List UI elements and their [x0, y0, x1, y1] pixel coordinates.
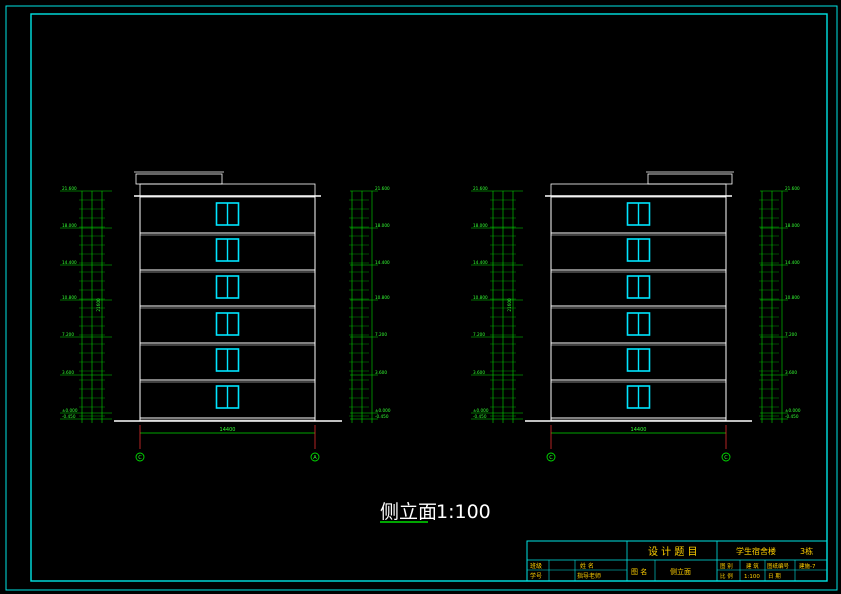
- level-label: 7.200: [473, 332, 485, 337]
- window-4: [626, 312, 651, 336]
- total-height-label: 21600: [96, 298, 101, 312]
- drawing-name-label: 图 名: [631, 567, 647, 576]
- axis-bubble-left: [135, 452, 145, 462]
- drawing-title: 侧立面: [380, 501, 437, 523]
- level-label: 18.000: [375, 223, 390, 228]
- level-label: 10.800: [473, 295, 488, 300]
- level-label: 14.400: [785, 260, 800, 265]
- window-3: [215, 275, 240, 299]
- level-dimension-chain-left: 21.600 18.000 14.400 10.800 7.200 3.600 ±0.000…: [471, 186, 523, 423]
- level-label: 18.000: [785, 223, 800, 228]
- level-dimension-chain-right: 21.600 18.000 14.400 10.800 7.200 3.600 ±0.000…: [349, 186, 391, 423]
- level-label: 3.600: [375, 370, 387, 375]
- level-dimension-chain-left: 21.600 18.000 14.400 10.800 7.200 3.600 ±0.000…: [60, 186, 112, 423]
- window-6: [215, 385, 240, 409]
- axis-bubble-left: [546, 452, 556, 462]
- window-2: [626, 238, 651, 262]
- level-label: 3.600: [62, 370, 74, 375]
- total-height-label: 21600: [507, 298, 512, 312]
- stair-tower-top: [135, 173, 223, 185]
- width-dimension-text: 14400: [220, 427, 236, 433]
- level-label: 3.600: [785, 370, 797, 375]
- row2-col1: 班级: [530, 562, 542, 570]
- drawing-name: 侧立面: [670, 567, 691, 576]
- level-label: ±0.000: [62, 408, 78, 413]
- design-topic-label: 设 计 题 目: [648, 545, 698, 558]
- level-label: ±0.000: [785, 408, 801, 413]
- window-5: [215, 348, 240, 372]
- level-label: 21.600: [375, 186, 390, 191]
- cell-b1: 比 例: [720, 572, 733, 580]
- axis-label-left: C: [549, 455, 553, 461]
- sheet-outer-border: [5, 5, 838, 591]
- level-label: 14.400: [473, 260, 488, 265]
- axis-bubble-right: [310, 452, 320, 462]
- window-4: [215, 312, 240, 336]
- row3-col2: 指导老师: [577, 572, 601, 580]
- level-label: 21.600: [473, 186, 488, 191]
- level-label: ±0.000: [375, 408, 391, 413]
- row3-col1: 学号: [530, 572, 542, 580]
- cell-b2: 1:100: [744, 574, 760, 580]
- level-label: -0.450: [62, 414, 76, 419]
- roof-parapet: [139, 183, 316, 198]
- drawing-frame: [30, 13, 828, 582]
- axis-label-right: C: [724, 455, 728, 461]
- window-1: [626, 202, 651, 226]
- project-name: 学生宿舍楼: [736, 546, 776, 556]
- cell-a1: 图 别: [720, 562, 733, 570]
- window-1: [215, 202, 240, 226]
- cell-a4: 建施-7: [799, 562, 816, 570]
- cell-b3: 日 期: [768, 573, 781, 580]
- axis-bubble-right: [721, 452, 731, 462]
- level-label: ±0.000: [473, 408, 489, 413]
- window-6: [626, 385, 651, 409]
- level-label: 10.800: [62, 295, 77, 300]
- level-label: -0.450: [375, 414, 389, 419]
- cell-a3: 图纸编号: [767, 562, 790, 570]
- title-block: 设 计 题 目 学生宿舍楼 3栋 班级 姓 名 学号 指导老师 图 名 侧立面 …: [526, 540, 828, 582]
- width-dimension-text: 14400: [631, 427, 647, 433]
- level-label: 18.000: [473, 223, 488, 228]
- window-3: [626, 275, 651, 299]
- level-label: 14.400: [62, 260, 77, 265]
- stair-tower-top: [647, 173, 733, 185]
- level-label: 14.400: [375, 260, 390, 265]
- level-label: 7.200: [62, 332, 74, 337]
- level-label: 21.600: [62, 186, 77, 191]
- level-label: 3.600: [473, 370, 485, 375]
- level-label: -0.450: [785, 414, 799, 419]
- level-dimension-chain-right: 21.600 18.000 14.400 10.800 7.200 3.600 ±0.000…: [759, 186, 801, 423]
- drawing-scale: 1:100: [436, 501, 491, 523]
- window-2: [215, 238, 240, 262]
- roof-parapet: [550, 183, 727, 198]
- window-5: [626, 348, 651, 372]
- axis-label-left: C: [138, 455, 142, 461]
- level-label: 7.200: [375, 332, 387, 337]
- level-label: -0.450: [473, 414, 487, 419]
- level-label: 21.600: [785, 186, 800, 191]
- cell-a2: 建 筑: [746, 562, 759, 570]
- axis-label-right: A: [313, 455, 317, 461]
- level-label: 18.000: [62, 223, 77, 228]
- level-label: 7.200: [785, 332, 797, 337]
- row2-col2: 姓 名: [580, 562, 594, 570]
- level-label: 10.800: [375, 295, 390, 300]
- project-suffix: 3栋: [800, 546, 813, 556]
- level-label: 10.800: [785, 295, 800, 300]
